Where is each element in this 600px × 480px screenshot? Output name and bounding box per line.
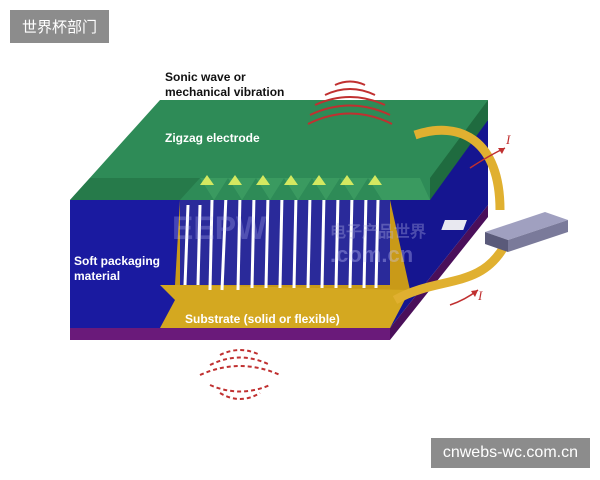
current-symbol-bottom: I [477, 288, 483, 303]
current-arrowhead-bottom [471, 290, 478, 297]
base-front [70, 328, 390, 340]
sonic-label-line2: mechanical vibration [165, 85, 285, 99]
soft-label-line1: Soft packaging [74, 254, 161, 268]
watermark-com: .com.cn [330, 242, 414, 267]
wire-bottom [392, 242, 509, 304]
electrode-zigzag [180, 178, 430, 200]
nanowire-array [183, 194, 380, 291]
electrode-front [70, 178, 200, 200]
packaging-side [390, 120, 488, 328]
sonic-label-line1: Sonic wave or [165, 70, 246, 84]
electrode-top [70, 100, 488, 200]
sonic-wave-top-icon [307, 80, 393, 125]
packaging-front [70, 200, 180, 328]
soft-packaging-label: Soft packaging material [74, 254, 160, 284]
current-arrowhead-top [498, 148, 505, 154]
zigzag-electrode-label: Zigzag electrode [165, 131, 260, 145]
meter-side [508, 220, 568, 252]
sonic-wave-label: Sonic wave or mechanical vibration [165, 70, 284, 100]
bottom-banner-tag: cnwebs-wc.com.cn [430, 438, 590, 468]
meter-front [485, 232, 508, 252]
base-side [390, 205, 488, 340]
electrode-side [430, 100, 488, 200]
top-banner-tag: 世界杯部门 [10, 10, 110, 43]
watermark-cn: 电子产品世界 [330, 224, 427, 241]
wire-top [413, 125, 505, 211]
substrate-block [160, 285, 410, 328]
substrate-label: Substrate (solid or flexible) [185, 312, 340, 326]
soft-label-line2: material [74, 269, 121, 283]
current-symbol-top: I [505, 132, 511, 147]
meter-top [485, 212, 568, 240]
zigzag-teeth [200, 175, 382, 185]
watermark-en: EEPW [172, 210, 267, 246]
sonic-wave-bottom-icon [199, 349, 281, 400]
meter-display [441, 220, 467, 230]
